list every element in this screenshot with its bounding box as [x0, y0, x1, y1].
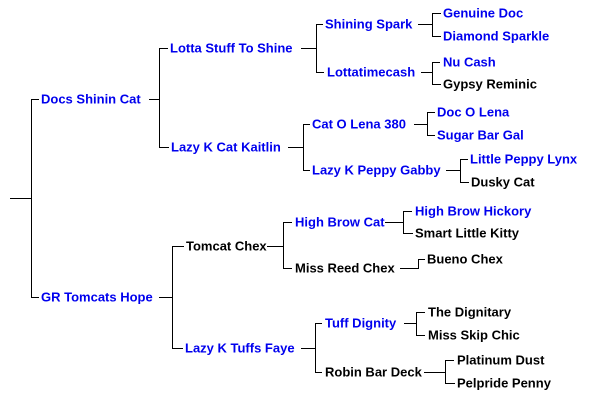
node-bueno-chex: Bueno Chex	[427, 251, 503, 267]
node-lotta-stuff-to-shine[interactable]: Lotta Stuff To Shine	[170, 40, 293, 56]
bracket-tuff-dignity	[404, 312, 425, 336]
node-diamond-sparkle[interactable]: Diamond Sparkle	[443, 28, 550, 44]
node-pelpride-penny: Pelpride Penny	[457, 375, 551, 391]
bracket-docs-shinin-cat	[149, 48, 169, 148]
bracket-lazy-k-tuffs-faye	[301, 323, 322, 373]
bracket-root	[10, 99, 39, 298]
bracket-lazy-k-cat-kaitlin	[288, 124, 310, 171]
node-cat-o-lena-380[interactable]: Cat O Lena 380	[312, 116, 406, 132]
node-tuff-dignity[interactable]: Tuff Dignity	[325, 315, 397, 331]
node-gypsy-reminic: Gypsy Reminic	[443, 76, 537, 92]
node-the-dignitary: The Dignitary	[428, 304, 512, 320]
node-shining-spark[interactable]: Shining Spark	[325, 16, 413, 32]
bracket-miss-reed-chex	[400, 259, 425, 269]
node-miss-skip-chic: Miss Skip Chic	[428, 327, 520, 343]
bracket-robin-bar-deck	[424, 360, 455, 384]
bracket-tomcat-chex	[267, 222, 292, 269]
node-doc-o-lena[interactable]: Doc O Lena	[437, 104, 510, 120]
node-sugar-bar-gal[interactable]: Sugar Bar Gal	[437, 127, 524, 143]
node-genuine-doc[interactable]: Genuine Doc	[443, 5, 524, 21]
node-high-brow-hickory[interactable]: High Brow Hickory	[415, 203, 532, 219]
node-tomcat-chex: Tomcat Chex	[186, 238, 267, 254]
node-dusky-cat: Dusky Cat	[471, 174, 535, 190]
bracket-lotta-stuff-to-shine	[301, 24, 324, 73]
bracket-lottatimecash	[421, 62, 441, 85]
bracket-cat-o-lena-380	[414, 112, 435, 136]
bracket-high-brow-cat	[385, 211, 413, 234]
bracket-gr-tomcats-hope	[159, 246, 184, 349]
node-gr-tomcats-hope[interactable]: GR Tomcats Hope	[41, 289, 153, 305]
node-lottatimecash[interactable]: Lottatimecash	[327, 64, 416, 80]
node-nu-cash[interactable]: Nu Cash	[443, 54, 496, 70]
bracket-shining-spark	[418, 13, 441, 37]
node-little-peppy-lynx[interactable]: Little Peppy Lynx	[470, 151, 578, 167]
node-smart-little-kitty: Smart Little Kitty	[415, 225, 520, 241]
node-lazy-k-peppy-gabby[interactable]: Lazy K Peppy Gabby	[312, 162, 441, 178]
node-lazy-k-tuffs-faye[interactable]: Lazy K Tuffs Faye	[185, 340, 295, 356]
node-high-brow-cat[interactable]: High Brow Cat	[295, 214, 385, 230]
node-platinum-dust: Platinum Dust	[457, 352, 545, 368]
bracket-lazy-k-peppy-gabby	[446, 159, 469, 183]
node-docs-shinin-cat[interactable]: Docs Shinin Cat	[41, 91, 141, 107]
node-robin-bar-deck: Robin Bar Deck	[325, 364, 422, 380]
node-lazy-k-cat-kaitlin[interactable]: Lazy K Cat Kaitlin	[171, 139, 281, 155]
node-miss-reed-chex: Miss Reed Chex	[295, 260, 395, 276]
